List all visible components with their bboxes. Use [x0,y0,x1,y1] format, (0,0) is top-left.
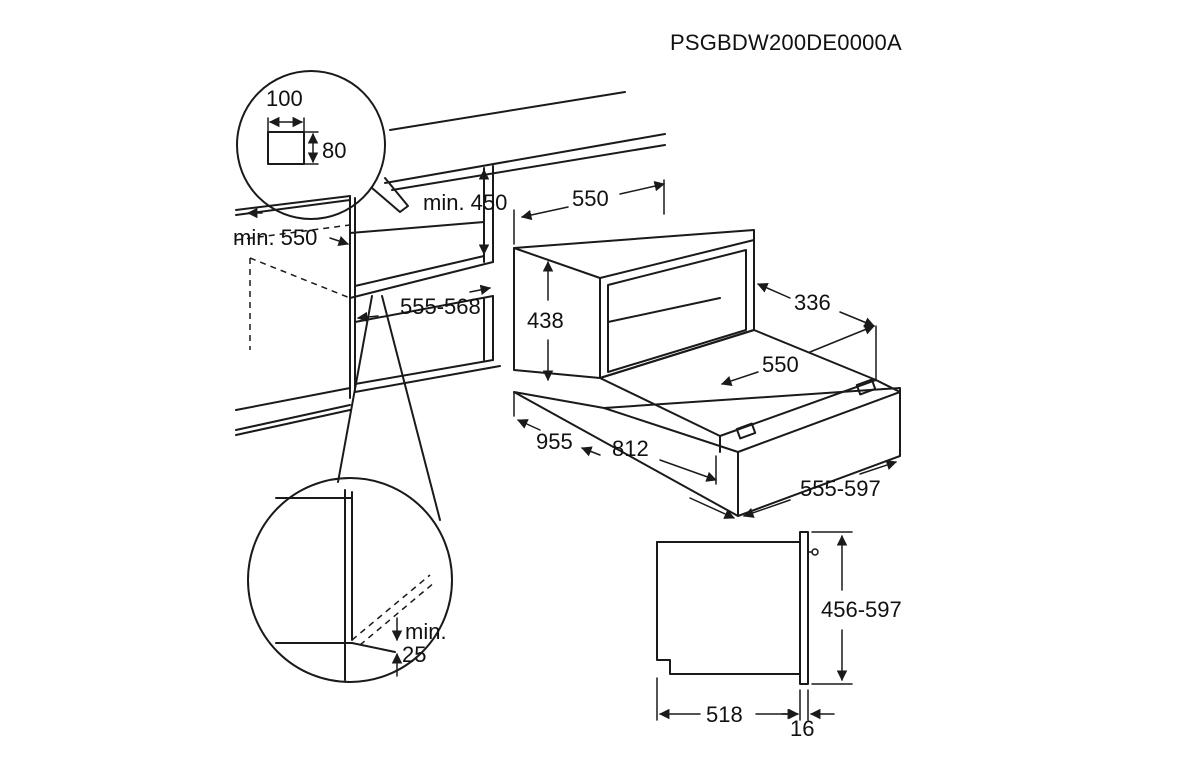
dim-detail-height: 80 [322,138,346,163]
model-code: PSGBDW200DE0000A [670,30,902,55]
dimension-lines [246,168,897,720]
dim-detail-width: 100 [266,86,303,111]
dim-niche-depth-min: min. 550 [233,225,317,250]
gap-detail-callout [247,295,453,683]
vent-detail-callout [236,70,409,220]
dim-front-height: 456-597 [821,597,902,622]
dim-front-thickness: 16 [790,716,814,741]
dim-gap-min-label: min. [405,619,447,644]
side-view [656,531,853,721]
dim-side-depth: 518 [706,702,743,727]
dim-front-width: 555-597 [800,476,881,501]
dim-depth-open: 955 [536,429,573,454]
dim-device-height: 438 [527,308,564,333]
dim-min-height-above: min. 450 [423,190,507,215]
dim-niche-width: 555-568 [400,294,481,319]
dim-inner-depth: 336 [794,290,831,315]
cabinet-niche [235,91,666,436]
dim-device-width-top: 550 [572,186,609,211]
dim-drawer-travel: 812 [612,436,649,461]
dim-gap-min-value: 25 [402,642,426,667]
dim-drawer-width: 550 [762,352,799,377]
warming-drawer-iso [513,229,901,517]
